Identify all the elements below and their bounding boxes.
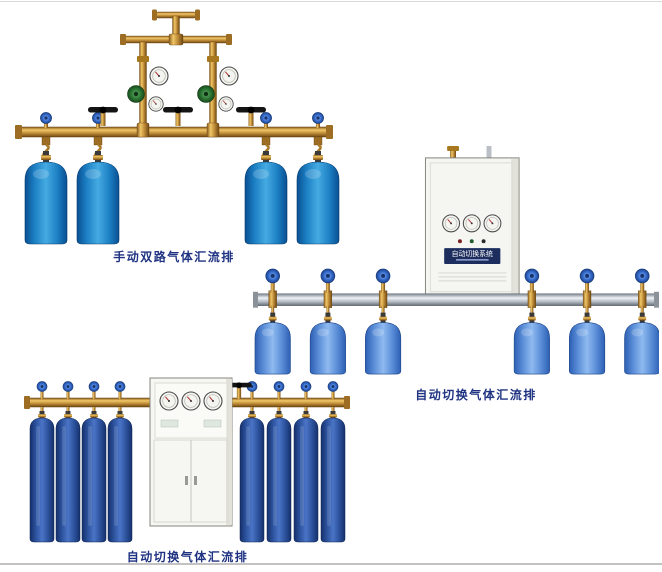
regulator-station xyxy=(197,41,239,129)
gas-cylinder xyxy=(624,268,659,375)
auto-manifold-illustration: 自动切换系统 xyxy=(253,146,659,375)
gas-cylinder xyxy=(244,136,288,245)
cabinet-gauge-icon xyxy=(442,214,461,233)
gas-cylinder xyxy=(24,136,68,245)
regulator-station xyxy=(127,41,169,129)
cabinet-sticker xyxy=(203,419,222,428)
pressure-gauge-icon xyxy=(218,96,234,112)
blue-knob-icon xyxy=(579,268,595,284)
gas-cylinder xyxy=(81,407,107,543)
cylinder-valve-knob xyxy=(311,112,325,128)
indicator-light xyxy=(469,239,474,244)
gas-cylinder xyxy=(296,136,340,245)
gas-cylinder xyxy=(55,407,81,543)
figure-manual-dual-manifold: 手动双路气体汇流排 xyxy=(8,6,340,265)
blue-knob-icon xyxy=(320,268,336,284)
blue-knob-icon xyxy=(311,112,325,124)
pressure-gauge-icon xyxy=(148,96,164,112)
product-caption: 自动切换气体汇流排 xyxy=(126,550,249,564)
gas-cylinder xyxy=(29,407,55,543)
pressure-gauge-icon xyxy=(219,66,239,86)
blue-knob-icon xyxy=(634,268,650,284)
gas-cylinder xyxy=(320,407,346,543)
manifold-pipe xyxy=(15,122,333,139)
gas-cylinder xyxy=(365,268,402,375)
cabinet-sticker xyxy=(160,419,179,428)
gas-cylinder xyxy=(107,407,133,543)
blue-knob-icon xyxy=(375,268,391,284)
gas-cylinder xyxy=(254,268,291,375)
gas-cylinder xyxy=(239,407,265,543)
blue-knob-icon xyxy=(40,112,52,124)
product-caption: 手动双路气体汇流排 xyxy=(113,250,235,264)
gas-cylinder xyxy=(293,407,319,543)
page-border-top xyxy=(0,1,662,2)
gas-cylinder xyxy=(266,407,292,543)
cylinder-valve-knob xyxy=(40,112,52,128)
indicator-light xyxy=(481,239,486,244)
figure-auto-switch-manifold-floor: 自动切换气体汇流排 xyxy=(15,374,360,565)
manual-manifold-illustration xyxy=(15,9,340,245)
gas-cylinder xyxy=(569,268,606,375)
control-cabinet xyxy=(149,377,233,527)
blue-knob-icon xyxy=(265,268,281,284)
control-cabinet: 自动切换系统 xyxy=(424,146,520,298)
cabinet-gauge-icon xyxy=(462,214,481,233)
cabinet-gauge-icon xyxy=(203,391,223,411)
gas-cylinder xyxy=(76,136,120,245)
handwheel-valve-icon xyxy=(163,106,193,126)
blue-knob-icon xyxy=(524,268,540,284)
pressure-gauge-icon xyxy=(149,66,169,86)
gas-cylinder xyxy=(309,268,346,375)
indicator-light xyxy=(457,239,462,244)
door-handle xyxy=(185,476,188,485)
cylinder-valve-knob xyxy=(92,112,104,128)
manifold-pipe xyxy=(253,291,659,308)
page-border-bottom xyxy=(0,563,662,565)
cabinet-gauge-icon xyxy=(181,391,201,411)
cylinder-valve-knob xyxy=(36,381,339,399)
gas-cylinder xyxy=(513,268,550,375)
door-handle xyxy=(194,476,197,485)
figure-auto-switch-manifold-wall: 自动切换系统 xyxy=(253,146,659,403)
product-caption: 自动切换气体汇流排 xyxy=(415,388,537,402)
collector-header-pipe xyxy=(120,9,232,46)
cylinder-valve-knob xyxy=(259,112,273,128)
cabinet-label: 自动切换系统 xyxy=(452,249,493,258)
cabinet-gauge-icon xyxy=(483,214,502,233)
cabinet-gauge-icon xyxy=(159,391,179,411)
auto-manifold-floor-illustration xyxy=(24,377,350,543)
blue-knob-icon xyxy=(259,112,273,124)
